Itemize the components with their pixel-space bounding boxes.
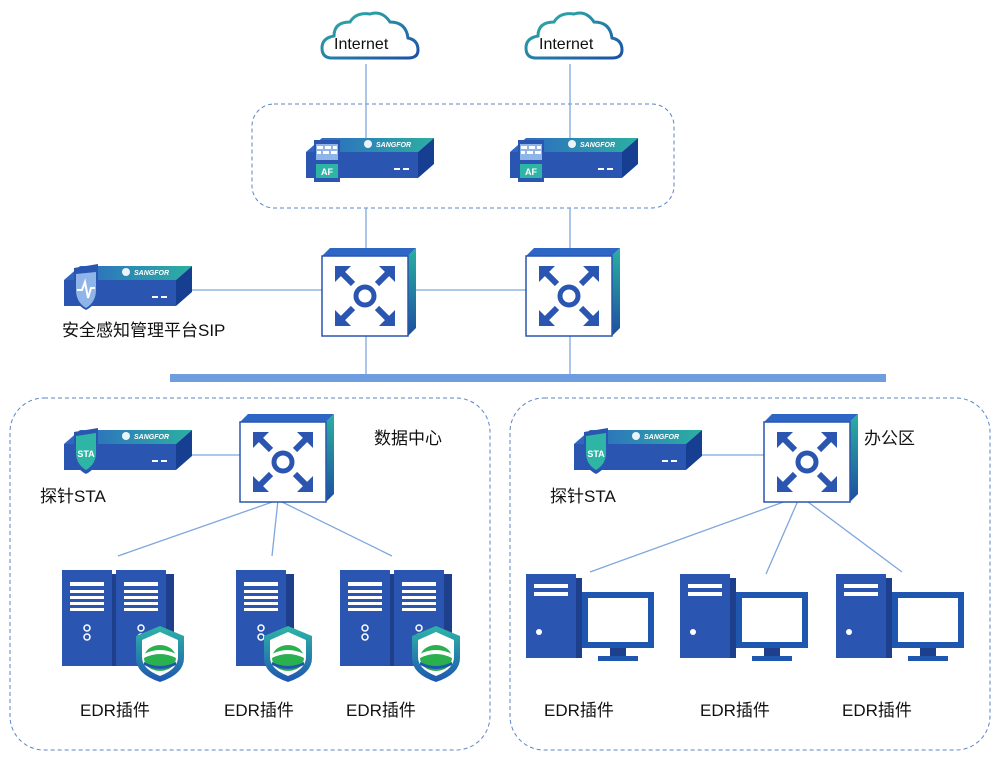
svg-text:AF: AF — [321, 167, 333, 177]
svg-text:AF: AF — [525, 167, 537, 177]
sta-probe-device: STA — [64, 428, 192, 474]
internet-cloud-icon — [524, 11, 624, 60]
pc-icon — [526, 574, 654, 661]
edr-badge-icon — [136, 626, 184, 682]
sip-platform-device — [64, 264, 192, 310]
office-title: 办公区 — [864, 429, 915, 448]
pc-icon — [836, 574, 964, 661]
sip-label: 安全感知管理平台SIP — [62, 321, 226, 340]
edr-badge-icon — [264, 626, 312, 682]
svg-text:STA: STA — [77, 449, 95, 459]
datacenter-title: 数据中心 — [374, 429, 442, 448]
core-switch-icon — [526, 248, 620, 336]
pc-icon — [680, 574, 808, 661]
cloud-label: Internet — [334, 36, 389, 53]
edr-label: EDR插件 — [346, 701, 416, 720]
firewall-group-zone — [251, 103, 675, 209]
backbone-bar — [170, 374, 886, 382]
edr-label: EDR插件 — [224, 701, 294, 720]
sta-label: 探针STA — [40, 487, 106, 506]
office-switch-icon — [764, 414, 858, 502]
datacenter-switch-icon — [240, 414, 334, 502]
af-firewall-device: AF — [306, 138, 434, 182]
svg-text:STA: STA — [587, 449, 605, 459]
edr-label: EDR插件 — [80, 701, 150, 720]
af-firewall-device: AF — [510, 138, 638, 182]
datacenter-zone — [9, 397, 491, 751]
sta-label: 探针STA — [550, 487, 616, 506]
cloud-label: Internet — [539, 36, 594, 53]
edr-label: EDR插件 — [544, 701, 614, 720]
sta-probe-device: STA — [574, 428, 702, 474]
edr-label: EDR插件 — [700, 701, 770, 720]
edr-label: EDR插件 — [842, 701, 912, 720]
internet-cloud-icon — [320, 11, 420, 60]
edr-badge-icon — [412, 626, 460, 682]
office-zone — [509, 397, 991, 751]
connection-lines — [117, 64, 903, 575]
core-switch-icon — [322, 248, 416, 336]
